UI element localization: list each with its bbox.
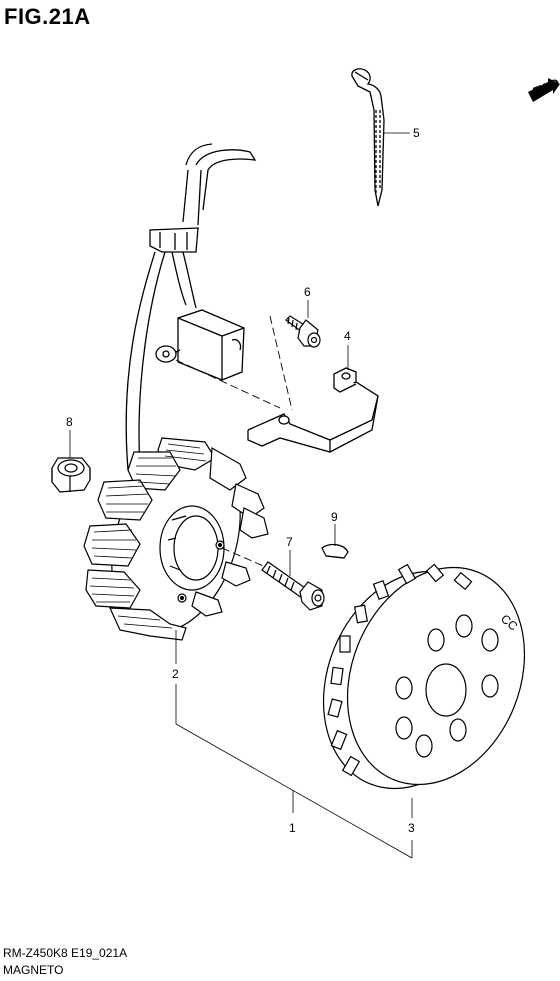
callout-9: 9 xyxy=(331,510,338,524)
fwd-arrow-icon: FWD xyxy=(528,75,560,102)
cable-tie xyxy=(351,68,385,207)
callout-3: 3 xyxy=(408,821,415,835)
callout-7: 7 xyxy=(286,535,293,549)
callout-8: 8 xyxy=(66,415,73,429)
figure-name: MAGNETO xyxy=(3,963,64,977)
key-9 xyxy=(321,543,349,559)
callout-6: 6 xyxy=(304,285,311,299)
dashed-guide-connector xyxy=(175,359,281,409)
rotor-flywheel: CC xyxy=(322,563,526,790)
bolt-7 xyxy=(261,561,325,611)
callout-2: 2 xyxy=(172,667,179,681)
figure-code: RM-Z450K8 E19_021A xyxy=(3,946,128,960)
nut-8 xyxy=(51,457,91,493)
callout-1: 1 xyxy=(289,821,296,835)
dashed-guide-bolt7 xyxy=(221,547,269,569)
bolt-6 xyxy=(285,315,321,348)
stator-coil xyxy=(83,437,269,641)
callout-4: 4 xyxy=(344,329,351,343)
figure-title: FIG.21A xyxy=(4,4,91,29)
wire-harness xyxy=(125,143,257,471)
dashed-guide-bolt6 xyxy=(269,315,293,411)
callout-5: 5 xyxy=(413,126,420,140)
fwd-label: FWD xyxy=(531,75,560,98)
assembly-leader-1 xyxy=(175,684,413,859)
bracket xyxy=(247,367,379,453)
